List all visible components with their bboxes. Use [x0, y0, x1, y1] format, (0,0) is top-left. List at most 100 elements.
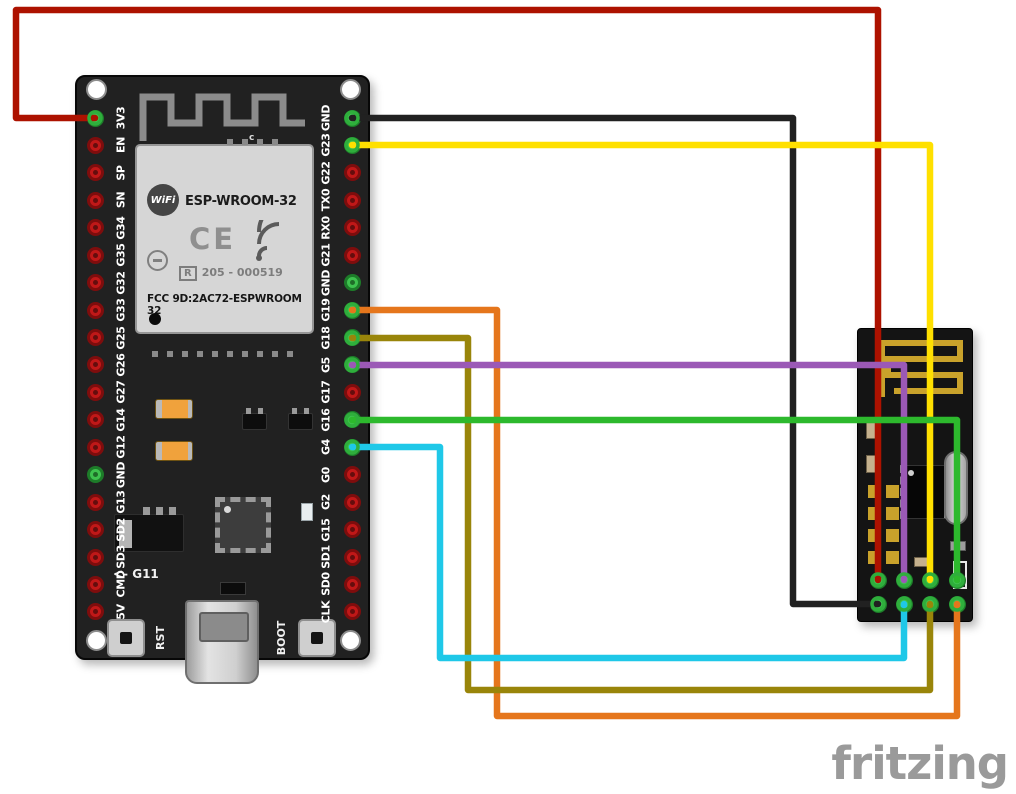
capacitor — [155, 441, 193, 461]
esp32-pin-gnd[interactable] — [343, 274, 361, 292]
esp32-pin-label: G26 — [114, 353, 128, 377]
silk-label: <- G11 — [113, 567, 159, 581]
capacitor — [155, 399, 193, 419]
wire-cyan-g4[interactable] — [348, 443, 908, 662]
esp32-pin-label: SD0 — [319, 572, 333, 597]
esp32-pin-label: G13 — [114, 490, 128, 514]
esp32-pin-g35[interactable] — [86, 246, 104, 264]
esp32-pin-gnd[interactable] — [86, 466, 104, 484]
esp32-pin-label: G0 — [319, 466, 333, 483]
esp32-pin-g17[interactable] — [343, 383, 361, 401]
certification-mark-icon — [147, 250, 168, 271]
esp32-pin-label: SD3 — [114, 545, 128, 569]
esp32-pin-label: G17 — [319, 380, 333, 404]
esp32-pin-g12[interactable] — [86, 438, 104, 456]
wire-black-gnd[interactable] — [348, 114, 882, 608]
esp32-pin-label: G21 — [319, 243, 333, 267]
esp32-pin-g2[interactable] — [343, 493, 361, 511]
esp32-pin-rx0[interactable] — [343, 219, 361, 237]
esp32-pin-label: G23 — [319, 133, 333, 158]
mounting-hole — [340, 79, 361, 100]
nrf-pcb-antenna-icon — [879, 340, 963, 397]
esp32-pin-label: G27 — [114, 380, 128, 404]
esp32-pin-g14[interactable] — [86, 411, 104, 429]
esp32-pin-label: SD1 — [319, 545, 333, 569]
module-model-label: ESP-WROOM-32 — [185, 194, 297, 209]
antenna-mark: c — [249, 133, 255, 143]
transistor — [242, 408, 267, 430]
esp32-pin-g15[interactable] — [343, 521, 361, 539]
esp32-pin-label: EN — [114, 137, 128, 154]
esp32-pin-g13[interactable] — [86, 493, 104, 511]
wire-orange-g19[interactable] — [348, 306, 961, 720]
esp32-pin-label: 5V — [114, 604, 128, 620]
esp32-pcb-antenna-icon — [139, 93, 305, 141]
esp32-pin-5v[interactable] — [86, 603, 104, 621]
registration-number: R 205 - 000519 — [179, 266, 283, 281]
fritzing-watermark: fritzing — [831, 737, 1009, 790]
esp32-pin-label: G22 — [319, 161, 333, 185]
esp32-pin-g25[interactable] — [86, 329, 104, 347]
esp32-pin-label: G19 — [319, 298, 333, 322]
esp32-pin-label: SP — [114, 165, 128, 181]
reg-number-text: 205 - 000519 — [201, 266, 283, 279]
esp32-pin-tx0[interactable] — [343, 191, 361, 209]
esp32-pin-g0[interactable] — [343, 466, 361, 484]
espressif-wifi-logo-icon: WiFi — [147, 184, 179, 216]
esp32-pin-g26[interactable] — [86, 356, 104, 374]
esp32-pin-label: GND — [319, 104, 333, 132]
mounting-hole — [86, 630, 107, 651]
small-ic — [220, 582, 246, 595]
rst-button[interactable] — [107, 619, 145, 657]
esp32-pin-sd0[interactable] — [343, 575, 361, 593]
esp32-pin-label: G32 — [114, 271, 128, 295]
esp32-pin-g32[interactable] — [86, 274, 104, 292]
esp32-pin-label: SD2 — [114, 517, 128, 542]
r-mark: R — [179, 266, 197, 281]
esp32-pin-label: GND — [319, 269, 333, 296]
esp32-pin-label: CLK — [319, 600, 333, 624]
esp32-pin-label: G5 — [319, 357, 333, 373]
wire-yellow-g23[interactable] — [348, 141, 934, 584]
pin1-dot — [149, 313, 161, 325]
boot-button[interactable] — [298, 619, 336, 657]
esp32-pin-label: RX0 — [319, 216, 333, 240]
mounting-hole — [86, 79, 107, 100]
esp32-pin-g27[interactable] — [86, 383, 104, 401]
esp32-pin-g34[interactable] — [86, 219, 104, 237]
esp32-pin-label: G14 — [114, 408, 128, 432]
esp32-pin-sn[interactable] — [86, 191, 104, 209]
wire-olive-g18[interactable] — [348, 334, 934, 694]
esp32-pin-g21[interactable] — [343, 246, 361, 264]
esp32-pin-label: 3V3 — [114, 106, 128, 130]
esp32-pin-cmd[interactable] — [86, 575, 104, 593]
esp32-pin-sd3[interactable] — [86, 548, 104, 566]
wire-green-g16[interactable] — [348, 416, 961, 584]
esp32-pin-g33[interactable] — [86, 301, 104, 319]
esp32-pin-sd1[interactable] — [343, 548, 361, 566]
esp32-pin-sp[interactable] — [86, 164, 104, 182]
wire-red-3v3[interactable] — [12, 6, 882, 584]
esp32-pin-en[interactable] — [86, 136, 104, 154]
wifi-logo-text: WiFi — [150, 194, 176, 206]
esp32-pin-label: G4 — [319, 439, 333, 456]
esp32-pin-label: SN — [114, 192, 128, 209]
esp32-pin-g22[interactable] — [343, 164, 361, 182]
esp32-pin-label: TX0 — [319, 189, 333, 212]
esp32-pin-label: G34 — [114, 216, 128, 240]
esp32-pin-sd2[interactable] — [86, 521, 104, 539]
transistor — [288, 408, 313, 430]
header-pad-column — [886, 485, 899, 567]
esp32-pin-label: GND — [114, 461, 128, 488]
solder-pad-row — [227, 139, 287, 145]
mounting-hole — [340, 630, 361, 651]
esp32-pin-label: G33 — [114, 298, 128, 322]
wire-purple-g5[interactable] — [348, 361, 908, 584]
esp32-pin-clk[interactable] — [343, 603, 361, 621]
rf-waves-icon — [256, 220, 280, 261]
esp32-pin-label: G25 — [114, 325, 128, 350]
